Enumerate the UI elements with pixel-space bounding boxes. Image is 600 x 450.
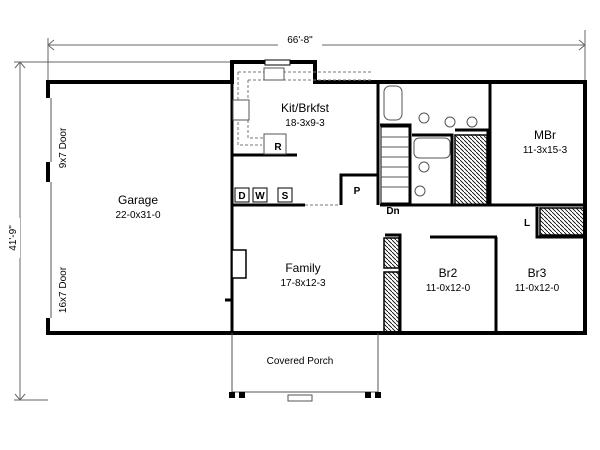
kitchen-name: Kit/Brkfst: [281, 101, 330, 115]
dryer-label: D: [238, 191, 245, 202]
bathrooms: [383, 85, 478, 197]
kitchen-counters: R: [232, 67, 372, 155]
br2-name: Br2: [439, 266, 458, 280]
br3-name: Br3: [528, 266, 547, 280]
width-dimension: 66'-8": [47, 30, 586, 82]
interior-walls: [225, 62, 585, 333]
br2-size: 11-0x12-0: [426, 283, 471, 294]
garage-door-large-label: 16x7 Door: [58, 266, 69, 313]
depth-dimension: 41'-9": [8, 61, 230, 401]
garage-size: 22-0x31-0: [115, 210, 160, 221]
master-name: MBr: [534, 128, 556, 142]
master-closet: [454, 134, 488, 206]
br2-closet: [383, 271, 400, 333]
garage-door-small-label: 9x7 Door: [58, 127, 69, 168]
linen-label: L: [524, 218, 530, 229]
porch-label: Covered Porch: [267, 356, 334, 367]
sink-label: S: [282, 191, 289, 202]
laundry: D W S: [234, 187, 293, 203]
width-label: 66'-8": [287, 35, 313, 46]
fireplace: [231, 249, 247, 279]
br3-size: 11-0x12-0: [515, 283, 560, 294]
kitchen-size: 18-3x9-3: [285, 118, 325, 129]
refrigerator-label: R: [274, 142, 282, 153]
refrigerator: [263, 133, 287, 155]
master-size: 11-3x15-3: [523, 145, 568, 156]
stairs-down-label: Dn: [386, 206, 399, 217]
washer-label: W: [255, 191, 265, 202]
family-name: Family: [285, 261, 320, 275]
family-closet: [383, 237, 400, 269]
covered-porch: Covered Porch: [229, 333, 381, 402]
family-size: 17-8x12-3: [280, 278, 325, 289]
garage-name: Garage: [118, 193, 158, 207]
depth-label: 41'-9": [8, 225, 19, 251]
stairs: Dn: [380, 126, 410, 217]
pantry-label: P: [354, 186, 361, 197]
br3-closet: [539, 207, 585, 236]
